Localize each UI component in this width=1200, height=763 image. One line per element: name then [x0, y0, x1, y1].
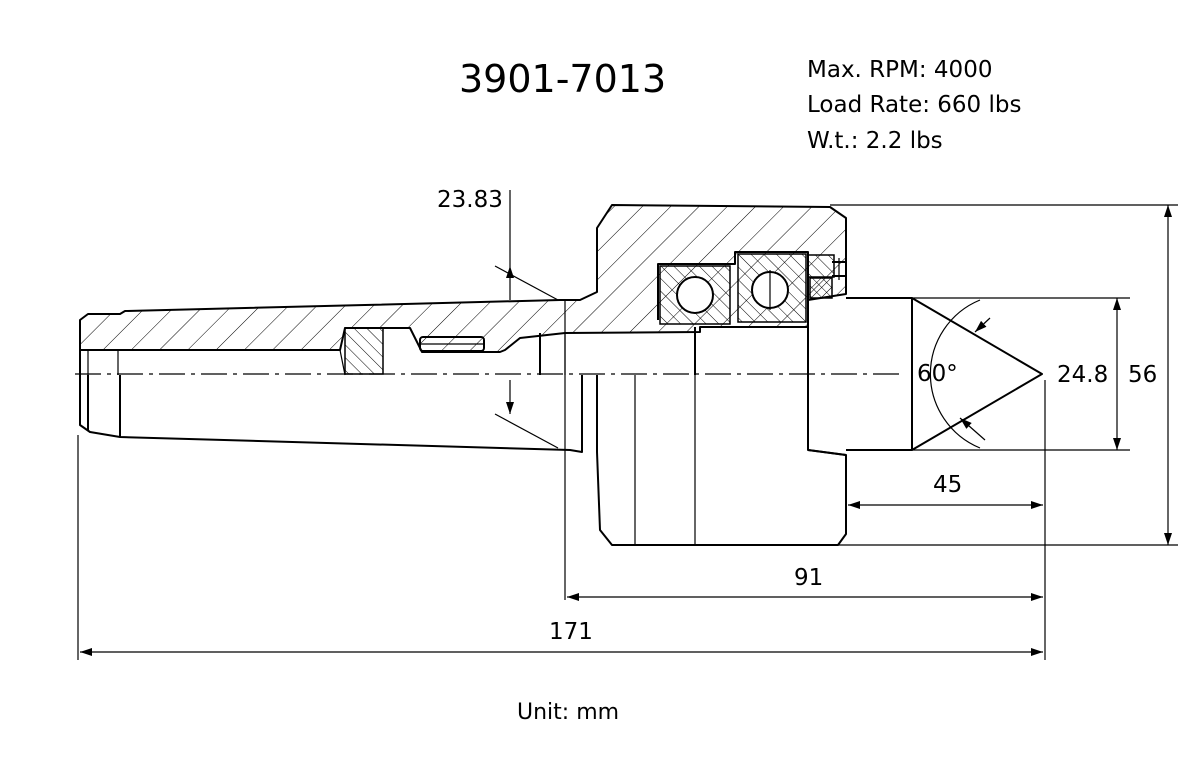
dim-shank-diameter: 23.83: [437, 187, 566, 600]
dim-body-dia-text: 56: [1128, 362, 1157, 388]
dim-point-len-text: 45: [933, 472, 962, 498]
dim-point-diameter: 24.8: [912, 297, 1130, 451]
dim-body-diameter: 56: [830, 204, 1178, 546]
weight-spec: W.t.: 2.2 lbs: [807, 128, 943, 154]
dim-overall-length: 171: [77, 435, 1043, 660]
spindle: [539, 300, 847, 456]
part-number-title: 3901-7013: [459, 57, 666, 101]
seal-cover: [807, 254, 835, 278]
max-rpm-spec: Max. RPM: 4000: [807, 57, 992, 83]
upper-section-view: [79, 204, 847, 376]
dim-tip-dia-text: 24.8: [1057, 362, 1108, 388]
retaining-ring: [344, 327, 384, 375]
dim-head-len-text: 91: [794, 565, 823, 591]
seal: [809, 277, 833, 299]
load-rate-spec: Load Rate: 660 lbs: [807, 92, 1021, 118]
shank-bore: [87, 349, 346, 376]
dim-head-length: 91: [567, 565, 1043, 601]
dim-angle-text: 60°: [917, 361, 958, 387]
dim-point-angle: 60°: [917, 299, 991, 449]
shank-exterior: [79, 320, 583, 453]
bearing-ball-left: [676, 276, 714, 314]
live-point: [846, 297, 1043, 451]
dim-shank-dia-text: 23.83: [437, 187, 503, 213]
unit-note: Unit: mm: [517, 700, 619, 725]
shank-section: [79, 204, 847, 353]
dim-point-length: 45: [845, 380, 1046, 660]
dim-overall-len-text: 171: [549, 619, 593, 645]
